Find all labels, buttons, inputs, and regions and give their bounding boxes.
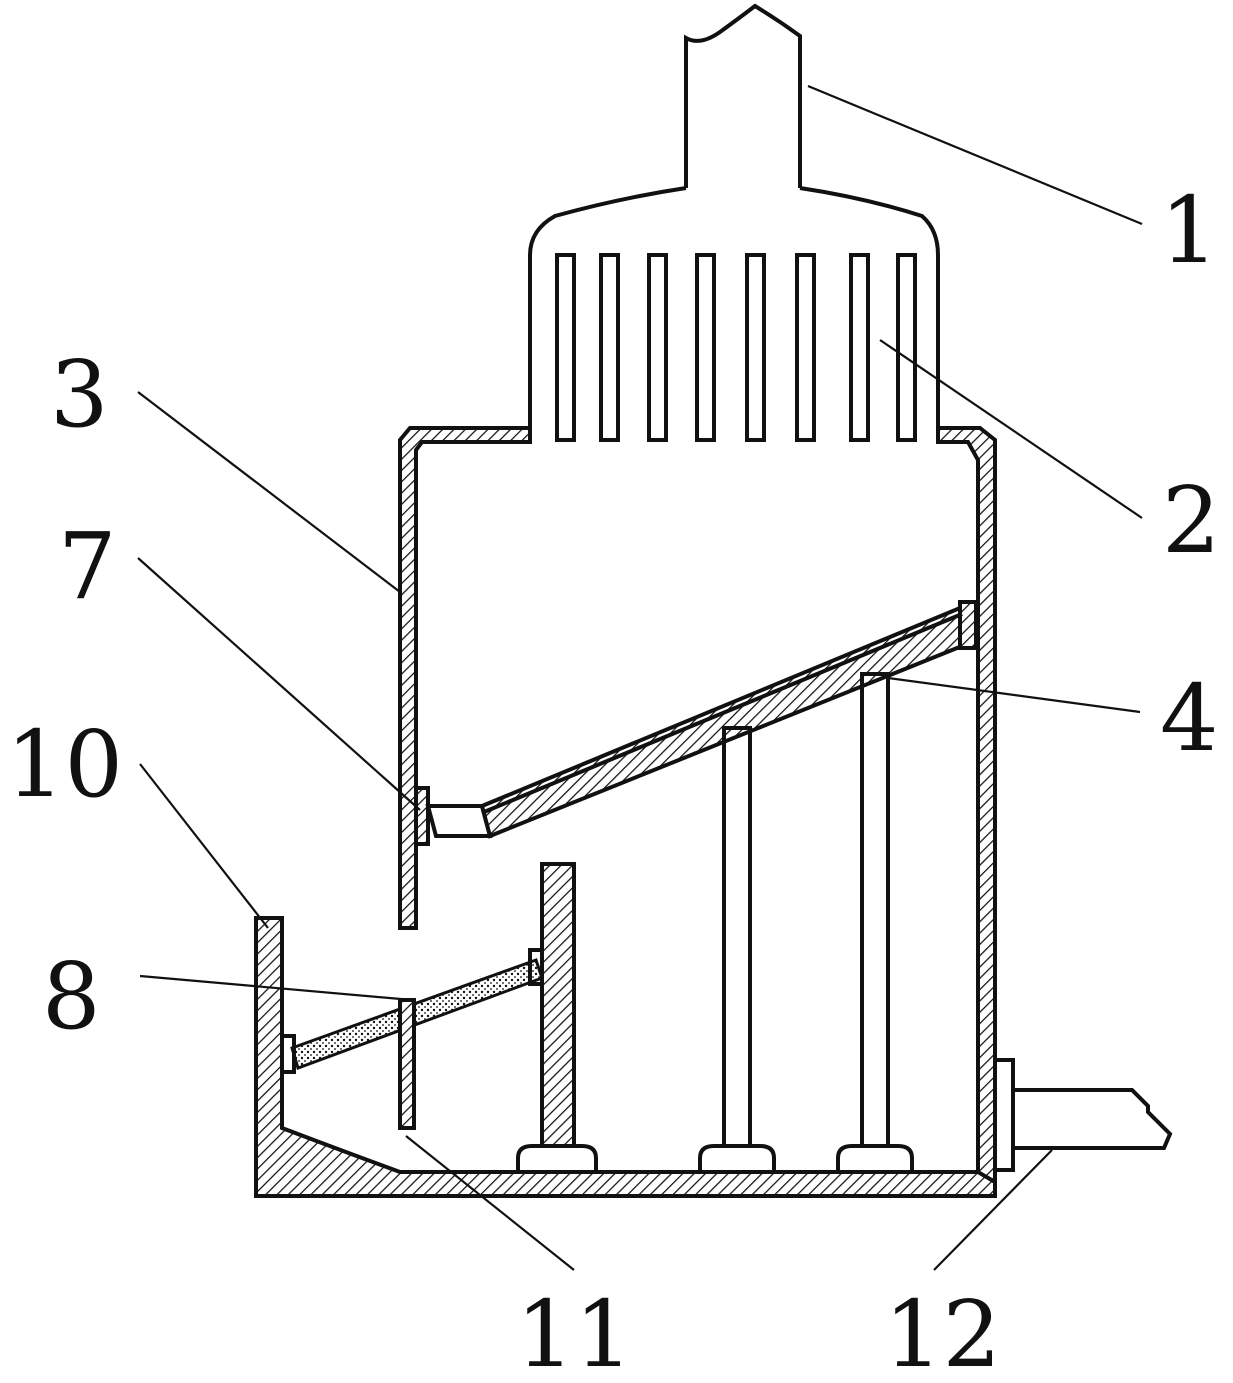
label-11: 11 (516, 1281, 633, 1383)
inclined-screen (414, 600, 978, 846)
discharge-outlet (993, 1058, 1173, 1172)
upper-housing (398, 426, 997, 1182)
top-handle (528, 3, 940, 440)
label-12: 12 (884, 1281, 1001, 1383)
lower-tray (254, 916, 997, 1198)
support-posts (698, 672, 914, 1172)
leader-lines (137, 84, 1143, 1271)
label-8: 8 (42, 943, 101, 1050)
label-2: 2 (1162, 467, 1221, 574)
label-1: 1 (1160, 177, 1219, 284)
vent-slots (555, 253, 917, 442)
vertical-rack (516, 862, 598, 1172)
baffle-plate (398, 998, 416, 1130)
label-4: 4 (1160, 665, 1219, 772)
label-10: 10 (6, 711, 123, 818)
label-7: 7 (58, 513, 117, 620)
label-3: 3 (50, 341, 109, 448)
